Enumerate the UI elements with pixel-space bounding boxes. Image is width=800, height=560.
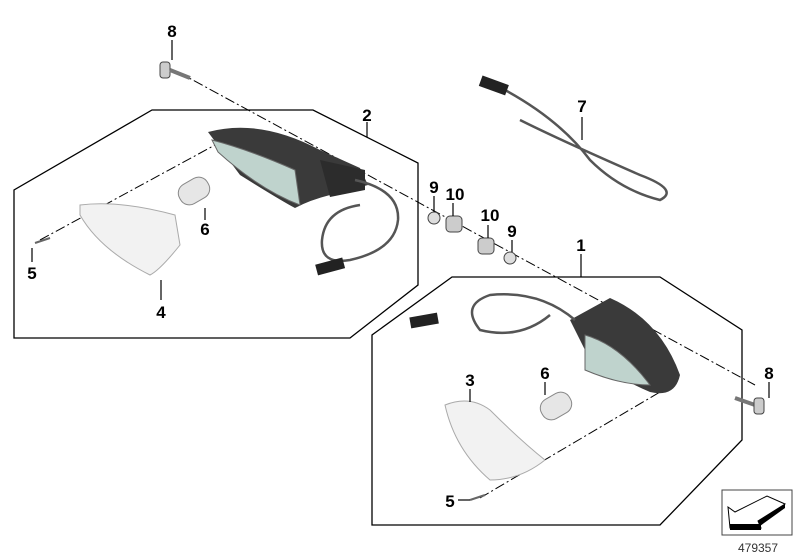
cable: [320, 178, 400, 263]
screw-part: [469, 494, 486, 501]
connector: [315, 257, 346, 276]
callout-1: 1: [576, 236, 585, 255]
bulb-part: [539, 391, 573, 421]
callout-10: 10: [481, 206, 500, 225]
callout-6: 6: [540, 364, 549, 383]
view-direction-arrow-icon: [721, 489, 793, 536]
callout-4: 4: [156, 303, 166, 322]
indicator-housing-right: [570, 298, 680, 394]
callout-2: 2: [362, 106, 371, 125]
nut-part: [445, 215, 463, 233]
assembly-axis-line: [177, 71, 756, 386]
lens-part: [79, 203, 181, 276]
wiring-harness-part: [504, 88, 668, 202]
cable: [470, 293, 576, 335]
assembly-frame-right: [371, 276, 743, 526]
connector: [409, 312, 439, 329]
indicator-housing-left: [208, 127, 368, 208]
bulb-part: [177, 176, 211, 206]
callout-5: 5: [445, 492, 454, 511]
assembly-axis-line: [479, 391, 661, 499]
callout-9: 9: [429, 178, 438, 197]
callout-6: 6: [200, 220, 209, 239]
screw-part: [34, 237, 51, 244]
washer-part: [427, 211, 441, 225]
reference-number: 479357: [738, 541, 778, 555]
callout-9: 9: [507, 222, 516, 241]
callout-8: 8: [167, 22, 176, 41]
washer-part: [503, 251, 517, 265]
screw-part: [159, 61, 191, 80]
assembly-frame-left: [13, 109, 419, 339]
lens-part: [444, 400, 546, 481]
assembly-axis-line: [39, 144, 216, 241]
nut-part: [477, 237, 495, 255]
callout-3: 3: [465, 371, 474, 390]
callout-8: 8: [764, 364, 773, 383]
callout-5: 5: [27, 264, 36, 283]
callout-10: 10: [446, 185, 465, 204]
connector: [478, 75, 509, 96]
screw-part: [734, 396, 765, 415]
callout-7: 7: [577, 97, 586, 116]
